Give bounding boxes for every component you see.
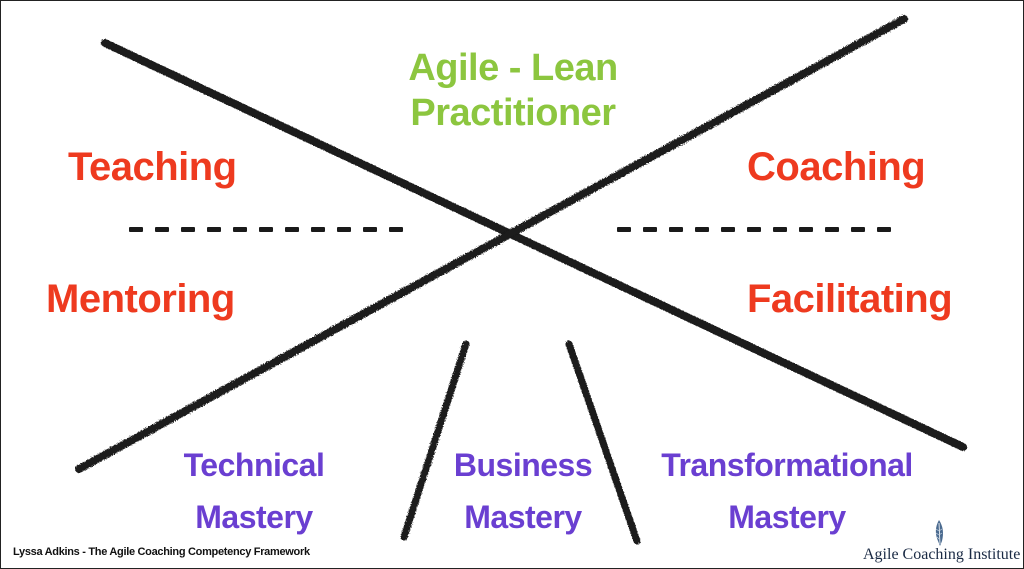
label-teaching: Teaching <box>68 145 237 189</box>
diagonal-stroke-down <box>101 39 967 451</box>
label-facilitating: Facilitating <box>747 277 953 321</box>
technical-mastery-line1: Technical <box>183 447 325 483</box>
technical-mastery: Technical Mastery <box>164 449 344 533</box>
center-title-line2: Practitioner <box>410 92 616 134</box>
diagonal-stroke-up <box>75 15 908 473</box>
center-title: Agile - Lean Practitioner <box>391 49 635 132</box>
label-mentoring: Mentoring <box>46 277 235 321</box>
logo-text: Agile Coaching Institute <box>863 546 1021 563</box>
transformational-mastery-line1: Transformational <box>661 447 913 483</box>
split-stroke-left <box>400 340 470 541</box>
business-mastery-line1: Business <box>453 447 593 483</box>
business-mastery: Business Mastery <box>433 449 613 533</box>
feather-icon <box>935 520 943 546</box>
agile-coaching-institute-logo: Agile Coaching Institute <box>863 519 1023 565</box>
split-stroke-right <box>565 340 641 545</box>
technical-mastery-line2: Mastery <box>195 499 313 535</box>
business-mastery-line2: Mastery <box>464 499 582 535</box>
center-title-line1: Agile - Lean <box>408 47 618 89</box>
transformational-mastery: Transformational Mastery <box>637 449 937 533</box>
label-coaching: Coaching <box>747 145 926 189</box>
footer-credit: Lyssa Adkins - The Agile Coaching Compet… <box>13 546 310 558</box>
transformational-mastery-line2: Mastery <box>728 499 846 535</box>
